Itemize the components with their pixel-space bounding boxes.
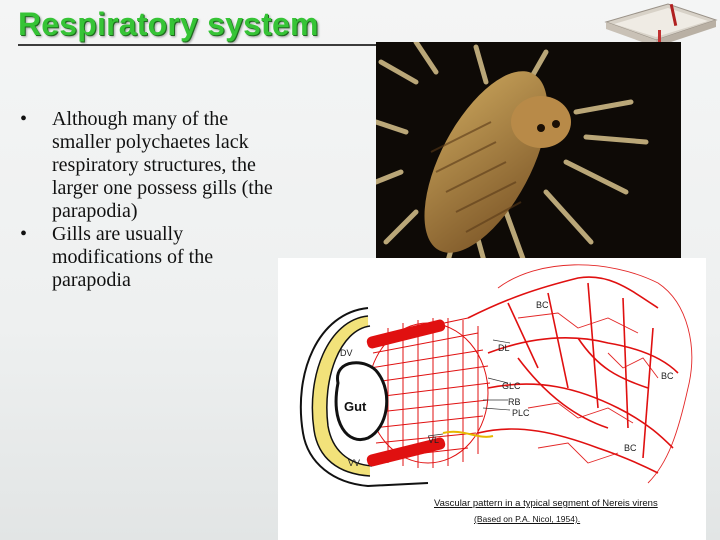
diagram-caption: Vascular pattern in a typical segment of… — [434, 498, 658, 509]
label-bc-right: BC — [661, 371, 674, 381]
bullet-marker: • — [20, 223, 28, 245]
label-dl: DL — [498, 343, 510, 353]
bullet-item: • Gills are usually modifications of the… — [20, 223, 290, 292]
label-gut: Gut — [344, 399, 367, 414]
slide-title: Respiratory system — [18, 6, 319, 42]
label-plc: PLC — [512, 408, 530, 418]
bullet-item: • Although many of the smaller polychaet… — [20, 108, 290, 223]
bullet-marker: • — [20, 108, 28, 130]
label-vv: VV — [348, 458, 360, 468]
polychaete-photo — [376, 42, 681, 268]
vascular-figure: BC DV DL BC Gut GLC RB PLC VL BC VV — [299, 264, 693, 488]
diagram-citation: (Based on P.A. Nicol, 1954). — [474, 514, 581, 524]
label-dv: DV — [340, 348, 353, 358]
vascular-diagram: BC DV DL BC Gut GLC RB PLC VL BC VV Vasc… — [278, 258, 706, 540]
label-rb: RB — [508, 397, 521, 407]
bullet-text: Although many of the smaller polychaetes… — [52, 108, 273, 222]
label-bc-bottom: BC — [624, 443, 637, 453]
title-underline — [18, 44, 378, 46]
label-glc: GLC — [502, 381, 521, 391]
worm-image — [376, 42, 681, 268]
label-bc-top: BC — [536, 300, 549, 310]
books-icon — [604, 3, 718, 48]
bullet-list: • Although many of the smaller polychaet… — [20, 108, 290, 292]
bullet-text: Gills are usually modifications of the p… — [52, 223, 214, 291]
label-vl: VL — [428, 435, 439, 445]
